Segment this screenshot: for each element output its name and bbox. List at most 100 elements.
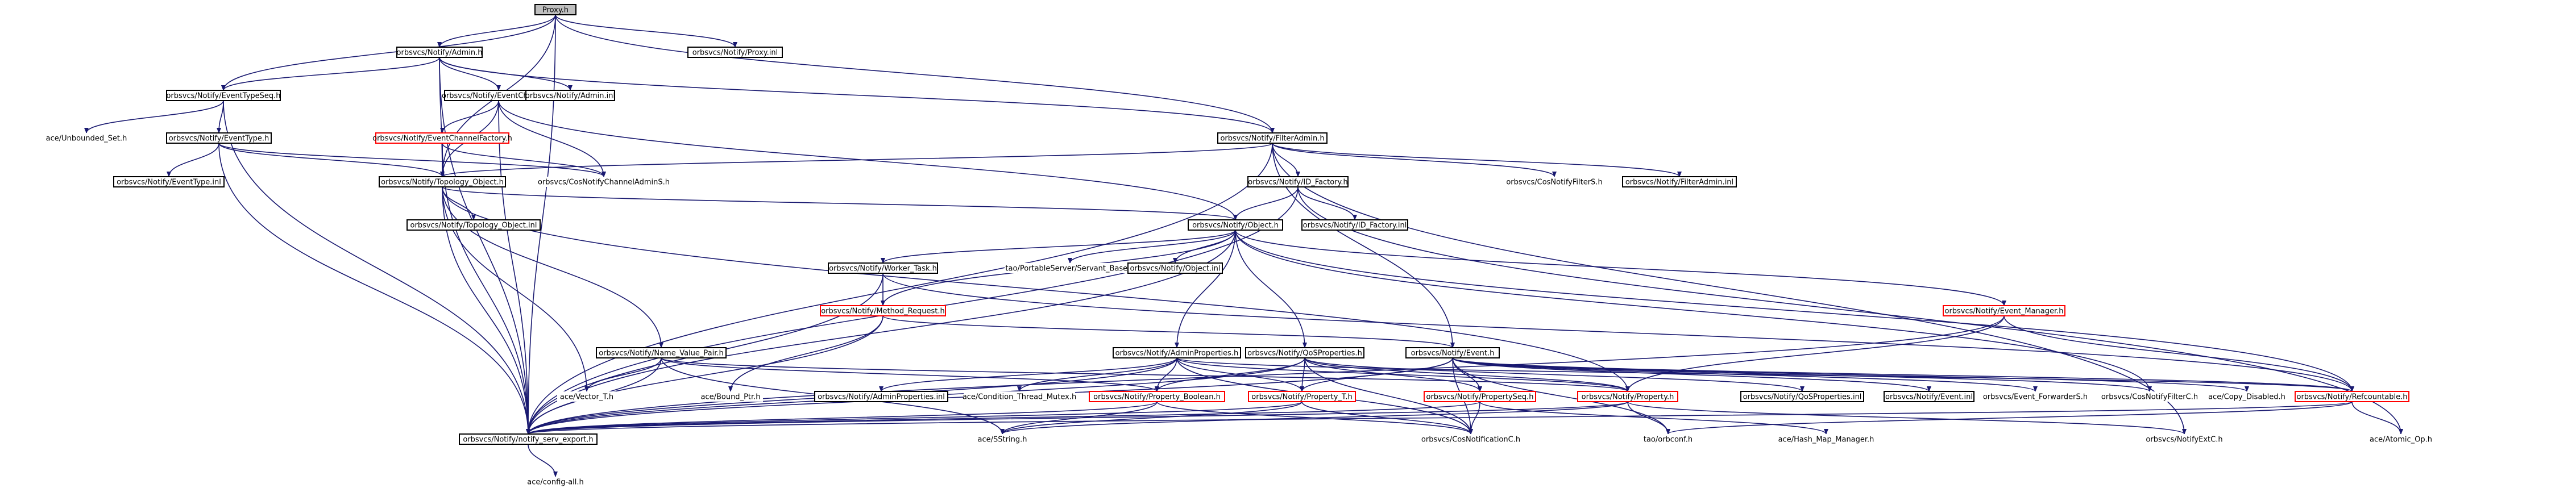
node-portable-server-servant-base-h: tao/PortableServer/Servant_Base.h bbox=[1005, 263, 1135, 273]
edge-refcountable_h-to-notify_serv_export_h bbox=[526, 401, 2353, 435]
node-event-manager-h[interactable]: orbsvcs/Notify/Event_Manager.h bbox=[1943, 305, 2065, 316]
node-box bbox=[1405, 347, 1500, 358]
edge-id_factory_h-to-notify_object_h bbox=[1233, 186, 1299, 220]
node-box bbox=[814, 391, 948, 402]
edge-name_value_pair_h-to-property_h bbox=[661, 357, 1630, 392]
node-topology-object-h[interactable]: orbsvcs/Notify/Topology_Object.h bbox=[379, 176, 506, 187]
node-worker-task-h[interactable]: orbsvcs/Notify/Worker_Task.h bbox=[828, 262, 938, 274]
edge-notify_object_h-to-event_manager_h bbox=[1235, 230, 2006, 306]
node-box bbox=[1502, 177, 1607, 187]
node-label: orbsvcs/Notify/Refcountable.h bbox=[2296, 393, 2407, 402]
edge-property_seq_h-to-notify_serv_export_h bbox=[526, 401, 1480, 435]
node-label: orbsvcs/CosNotificationC.h bbox=[1421, 436, 1520, 444]
node-name-value-pair-h[interactable]: orbsvcs/Notify/Name_Value_Pair.h bbox=[596, 347, 727, 358]
node-label: orbsvcs/Notify/EventChannelFactory.h bbox=[372, 135, 512, 143]
node-box bbox=[596, 347, 727, 358]
node-notify-event-h[interactable]: orbsvcs/Notify/Event.h bbox=[1405, 347, 1500, 358]
node-id-factory-h[interactable]: orbsvcs/Notify/ID_Factory.h bbox=[1247, 176, 1349, 187]
node-event-channel-factory-h[interactable]: orbsvcs/Notify/EventChannelFactory.h bbox=[372, 132, 512, 144]
node-box bbox=[1089, 391, 1225, 402]
node-box bbox=[1640, 434, 1696, 444]
node-property-t-h[interactable]: orbsvcs/Notify/Property_T.h bbox=[1248, 391, 1356, 402]
node-box bbox=[2368, 434, 2434, 444]
node-box bbox=[687, 47, 783, 58]
edge-notify_admin_h-to-event_type_seq_h bbox=[221, 57, 440, 91]
node-label: orbsvcs/Notify/Property_Boolean.h bbox=[1093, 393, 1221, 402]
node-method-request-h[interactable]: orbsvcs/Notify/Method_Request.h bbox=[820, 305, 946, 316]
node-qos-properties-inl[interactable]: orbsvcs/Notify/QoSProperties.inl bbox=[1740, 391, 1864, 402]
node-box bbox=[113, 176, 225, 187]
node-property-boolean-h[interactable]: orbsvcs/Notify/Property_Boolean.h bbox=[1089, 391, 1225, 402]
node-event-inl[interactable]: orbsvcs/Notify/Event.inl bbox=[1884, 391, 1974, 402]
node-label: orbsvcs/Notify/Topology_Object.inl bbox=[410, 222, 537, 230]
node-event-type-inl[interactable]: orbsvcs/Notify/EventType.inl bbox=[113, 176, 225, 187]
node-condition-thread-mutex-h: ace/Condition_Thread_Mutex.h bbox=[963, 391, 1076, 402]
node-label: orbsvcs/Notify/notify_serv_export.h bbox=[463, 436, 593, 444]
node-box bbox=[1245, 347, 1364, 358]
node-cos-notify-filter-s-h: orbsvcs/CosNotifyFilterS.h bbox=[1502, 177, 1607, 187]
edge-event_channel_factory_h-to-cos_notify_channel_admin_s_h bbox=[442, 143, 606, 177]
node-property-h[interactable]: orbsvcs/Notify/Property.h bbox=[1577, 391, 1678, 402]
node-label: orbsvcs/CosNotifyFilterC.h bbox=[2101, 393, 2198, 402]
node-topology-object-inl[interactable]: orbsvcs/Notify/Topology_Object.inl bbox=[406, 219, 541, 231]
edge-admin_properties_h-to-property_h bbox=[1176, 357, 1630, 392]
edge-property_seq_h-to-hash_map_manager_h bbox=[1479, 401, 1828, 435]
node-cos-notify-channel-admin-s-h: orbsvcs/CosNotifyChannelAdminS.h bbox=[538, 177, 670, 187]
node-refcountable-h[interactable]: orbsvcs/Notify/Refcountable.h bbox=[2295, 391, 2409, 402]
node-cos-notification-c-h: orbsvcs/CosNotificationC.h bbox=[1418, 434, 1524, 444]
node-admin-properties-h[interactable]: orbsvcs/Notify/AdminProperties.h bbox=[1113, 347, 1241, 358]
node-box bbox=[1985, 391, 2086, 402]
node-event-type-seq-h[interactable]: orbsvcs/Notify/EventTypeSeq.h bbox=[166, 90, 281, 101]
node-box bbox=[1418, 434, 1524, 444]
node-label: orbsvcs/Notify/FilterAdmin.h bbox=[1220, 135, 1324, 143]
node-qos-properties-h[interactable]: orbsvcs/Notify/QoSProperties.h bbox=[1245, 347, 1364, 358]
edge-property_boolean_h-to-notify_serv_export_h bbox=[526, 401, 1158, 435]
node-filter-admin-inl[interactable]: orbsvcs/Notify/FilterAdmin.inl bbox=[1622, 176, 1737, 187]
edge-event_manager_h-to-property_h bbox=[1625, 315, 2005, 392]
node-property-seq-h[interactable]: orbsvcs/Notify/PropertySeq.h bbox=[1424, 391, 1536, 402]
edge-topology_object_h-to-notify_object_h bbox=[442, 186, 1238, 220]
edge-qos_properties_h-to-property_t_h bbox=[1300, 357, 1305, 392]
edge-event_manager_h-to-notify_serv_export_h bbox=[526, 315, 2005, 435]
node-notify-object-h[interactable]: orbsvcs/Notify/Object.h bbox=[1188, 219, 1283, 231]
node-label: orbsvcs/Notify/EventType.h bbox=[169, 135, 269, 143]
node-notify-ext-c-h: orbsvcs/NotifyExtC.h bbox=[2143, 434, 2225, 444]
node-orbconf-h: tao/orbconf.h bbox=[1640, 434, 1696, 444]
edge-notify_object_h-to-notify_serv_export_h bbox=[526, 230, 1236, 435]
edge-name_value_pair_h-to-vector_t_h bbox=[584, 357, 662, 392]
node-notify-admin-h[interactable]: orbsvcs/Notify/Admin.h bbox=[396, 47, 483, 58]
edge-event_channel_h-to-notify_object_h bbox=[498, 100, 1238, 220]
node-label: ace/Atomic_Op.h bbox=[2370, 436, 2432, 444]
node-config-all-h: ace/config-all.h bbox=[524, 477, 587, 487]
node-filter-admin-h[interactable]: orbsvcs/Notify/FilterAdmin.h bbox=[1217, 132, 1328, 144]
node-admin-inl[interactable]: orbsvcs/Notify/Admin.inl bbox=[525, 90, 615, 101]
node-admin-properties-inl[interactable]: orbsvcs/Notify/AdminProperties.inl bbox=[814, 391, 948, 402]
node-notify-proxy-inl[interactable]: orbsvcs/Notify/Proxy.inl bbox=[687, 47, 783, 58]
nodes-layer: Proxy.h orbsvcs/Notify/Admin.h orbsvcs/Not… bbox=[44, 4, 2434, 487]
edge-notify_object_h-to-cos_notify_filter_c_h bbox=[1235, 230, 2152, 392]
node-box bbox=[974, 434, 1030, 444]
edge-filter_admin_h-to-notify_serv_export_h bbox=[526, 143, 1273, 435]
node-box bbox=[1248, 391, 1356, 402]
node-event-type-h[interactable]: orbsvcs/Notify/EventType.h bbox=[166, 132, 272, 144]
edge-proxy_h-to-filter_admin_h bbox=[555, 14, 1275, 134]
node-id-factory-inl[interactable]: orbsvcs/Notify/ID_Factory.inl bbox=[1301, 219, 1408, 231]
node-label: orbsvcs/Notify/Property_T.h bbox=[1251, 393, 1352, 402]
node-label: orbsvcs/Notify/Worker_Task.h bbox=[829, 265, 937, 273]
edge-event_manager_h-to-refcountable_h bbox=[2003, 315, 2354, 392]
edge-worker_task_h-to-refcountable_h bbox=[882, 273, 2354, 392]
edge-topology_object_h-to-property_h bbox=[442, 186, 1630, 392]
edge-property_h-to-notify_serv_export_h bbox=[526, 401, 1628, 435]
node-proxy-h[interactable]: Proxy.h bbox=[534, 4, 576, 15]
node-atomic-op-h: ace/Atomic_Op.h bbox=[2368, 434, 2434, 444]
node-notify-serv-export-h[interactable]: orbsvcs/Notify/notify_serv_export.h bbox=[459, 433, 598, 445]
node-box bbox=[2097, 391, 2202, 402]
node-notify-object-inl[interactable]: orbsvcs/Notify/Object.inl bbox=[1127, 262, 1223, 274]
node-unbounded-set-h: ace/Unbounded_Set.h bbox=[44, 133, 129, 143]
edge-notify_admin_h-to-event_channel_h bbox=[439, 57, 501, 91]
edge-notify_event_h-to-event_inl bbox=[1452, 357, 1931, 392]
edge-notify_object_h-to-admin_properties_h bbox=[1175, 230, 1236, 348]
node-label: orbsvcs/Notify/Object.h bbox=[1192, 222, 1279, 230]
node-label: ace/SString.h bbox=[978, 436, 1027, 444]
node-box bbox=[44, 133, 129, 143]
